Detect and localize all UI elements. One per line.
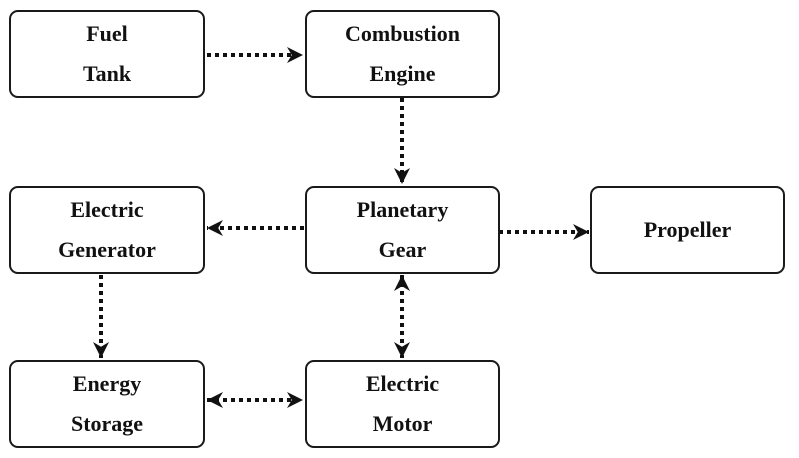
electric-motor-node: Electric Motor — [305, 360, 500, 448]
electric-generator-node: Electric Generator — [9, 186, 205, 274]
planetary-gear-label-line-2: Gear — [378, 237, 427, 262]
electric-generator-label-line-2: Generator — [58, 237, 156, 262]
fuel-tank-label-line-2: Tank — [82, 61, 132, 86]
electric-motor-label-line-1: Electric — [365, 371, 440, 396]
propeller-node: Propeller — [590, 186, 785, 274]
planetary-gear-label-line-1: Planetary — [356, 197, 449, 222]
electric-generator-label-line-1: Electric — [70, 197, 144, 222]
combustion-engine-label-line-1: Combustion — [345, 21, 460, 46]
electric-motor-label-line-2: Motor — [372, 411, 433, 436]
fuel-tank-node: Fuel Tank — [9, 10, 205, 98]
energy-storage-label-line-1: Energy — [72, 371, 142, 396]
fuel-tank-label-line-1: Fuel — [86, 21, 128, 46]
combustion-engine-label-line-2: Engine — [369, 61, 436, 86]
planetary-gear-node: Planetary Gear — [305, 186, 500, 274]
propeller-label: Propeller — [643, 217, 732, 242]
energy-storage-node: Energy Storage — [9, 360, 205, 448]
combustion-engine-node: Combustion Engine — [305, 10, 500, 98]
energy-storage-label-line-2: Storage — [70, 411, 144, 436]
